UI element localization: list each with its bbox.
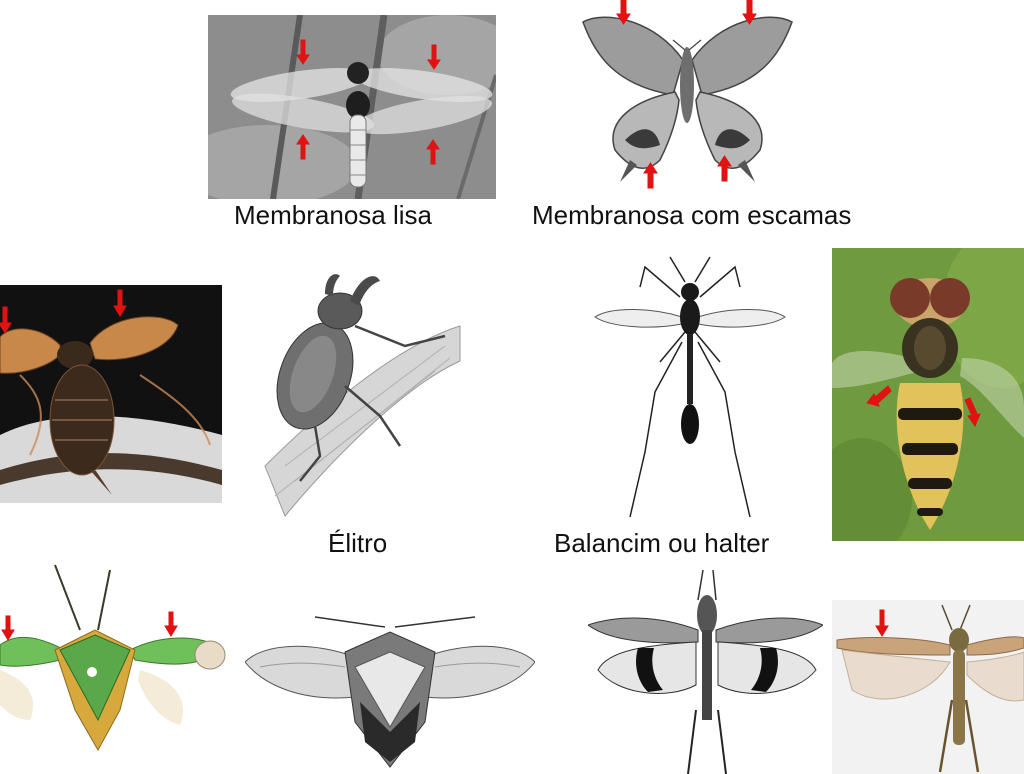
caption-membranosa-escamas: Membranosa com escamas bbox=[532, 200, 852, 230]
stink-bug-image bbox=[245, 612, 535, 774]
dragonfly-image bbox=[208, 15, 496, 199]
caption-membranosa-lisa: Membranosa lisa bbox=[234, 200, 432, 230]
caption-elitro: Élitro bbox=[328, 528, 388, 558]
grasshopper-drawing-image bbox=[588, 570, 823, 774]
butterfly-image bbox=[575, 0, 800, 190]
green-stink-bug-image bbox=[0, 560, 228, 760]
caption-balancim: Balancim ou halter bbox=[554, 528, 770, 558]
crane-fly-image bbox=[590, 252, 790, 520]
rhinoceros-beetle-image bbox=[255, 266, 465, 522]
grasshopper-photo-image bbox=[832, 600, 1024, 774]
scarab-beetle-image bbox=[0, 285, 222, 503]
hoverfly-image bbox=[832, 248, 1024, 541]
